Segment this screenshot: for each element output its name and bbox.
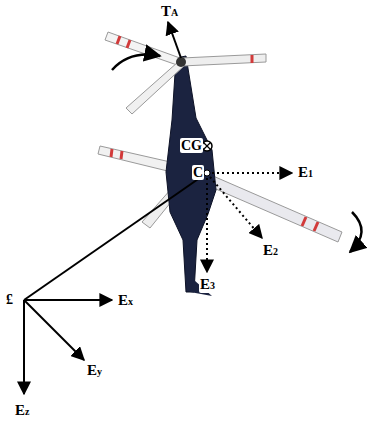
- fuselage: [166, 56, 216, 292]
- rotor-hub: [176, 57, 186, 67]
- body-axis: [206, 178, 208, 272]
- position-vector: [24, 175, 204, 300]
- rotor-blade: [182, 54, 266, 66]
- axis-label: E2: [262, 242, 279, 259]
- origin-label: £: [5, 292, 14, 307]
- rotation-arrow: [112, 55, 160, 70]
- axis-label: E1: [297, 164, 314, 181]
- blade-stripe: [121, 151, 122, 159]
- blade-stripe: [251, 55, 254, 63]
- axis-label: Ez: [14, 402, 30, 419]
- lower-rotor: [98, 146, 342, 242]
- inertial-axis: [24, 299, 112, 301]
- upper-rotor: [105, 32, 266, 114]
- blade-stripe: [302, 217, 306, 226]
- axis-label: Ey: [86, 362, 103, 379]
- blade-stripe: [314, 222, 318, 231]
- point-c: [204, 170, 210, 176]
- blade-stripe: [117, 36, 120, 44]
- blade-stripe: [111, 149, 112, 157]
- body-axis: [210, 177, 262, 238]
- thrust-vector: [168, 22, 181, 58]
- rotation-arrow: [350, 212, 362, 252]
- axis-label: E3: [199, 276, 216, 293]
- body-axis: [212, 172, 292, 174]
- axis-label: Ex: [117, 292, 134, 309]
- rotor-blade: [105, 32, 180, 66]
- cg-marker: [202, 141, 212, 151]
- point-label: C: [192, 165, 204, 180]
- cg-cross: [204, 143, 211, 150]
- inertial-axis: [23, 300, 25, 394]
- force-label: TA: [160, 3, 179, 20]
- point-label: CG: [180, 138, 203, 153]
- blade-stripe: [127, 40, 130, 48]
- inertial-axis: [24, 300, 84, 360]
- rotor-blade: [126, 62, 184, 114]
- cg-circle: [202, 141, 212, 151]
- cg-cross: [204, 143, 211, 150]
